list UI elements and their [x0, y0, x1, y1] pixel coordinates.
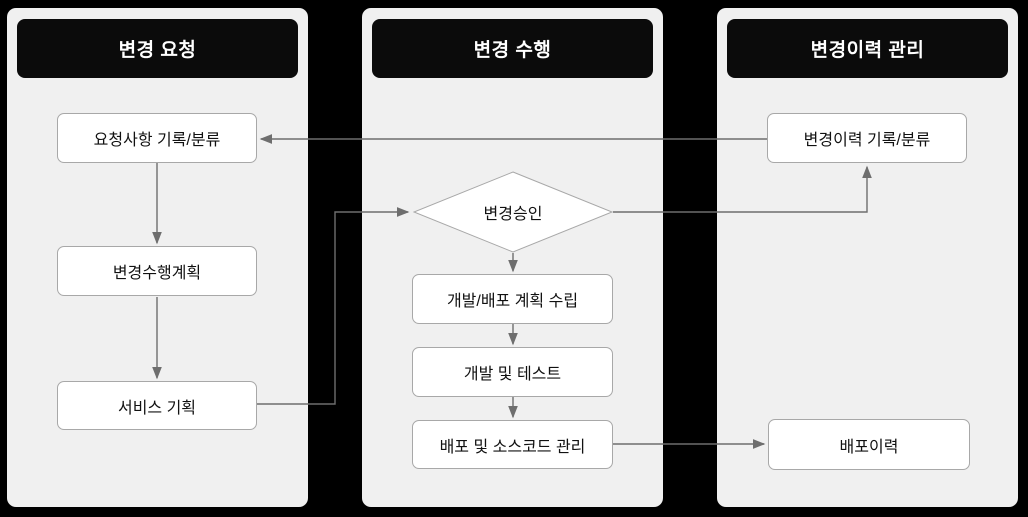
node-change-history-record: 변경이력 기록/분류 — [767, 113, 967, 163]
connector-change-approval-to-change-history-record — [613, 165, 872, 213]
lane-header-change-execution: 변경 수행 — [372, 19, 653, 78]
node-label: 요청사항 기록/분류 — [93, 132, 221, 149]
node-request-record: 요청사항 기록/분류 — [57, 113, 257, 163]
lane-title: 변경 요청 — [118, 40, 197, 61]
lane-header-change-history-mgmt: 변경이력 관리 — [727, 19, 1008, 78]
node-dev-deploy-planning: 개발/배포 계획 수립 — [412, 274, 613, 324]
node-label: 배포이력 — [839, 438, 899, 456]
connector-service-planning-to-change-approval — [257, 207, 410, 405]
lane-title: 변경이력 관리 — [810, 40, 925, 61]
node-label: 개발 및 테스트 — [463, 366, 562, 383]
node-change-execution-plan: 변경수행계획 — [57, 246, 257, 296]
node-label: 개발/배포 계획 수립 — [446, 293, 579, 310]
node-deploy-history: 배포이력 — [768, 419, 970, 470]
node-label: 배포 및 소스코드 관리 — [439, 438, 586, 456]
node-deploy-and-source-mgmt: 배포 및 소스코드 관리 — [412, 420, 613, 469]
node-dev-and-test: 개발 및 테스트 — [412, 347, 613, 397]
lane-title: 변경 수행 — [473, 40, 552, 61]
node-label: 변경이력 기록/분류 — [803, 132, 931, 149]
node-change-approval: 변경승인 — [412, 171, 614, 253]
node-service-planning: 서비스 기획 — [57, 381, 257, 430]
decision-diamond-shape — [412, 171, 614, 253]
node-label: 서비스 기획 — [117, 399, 197, 417]
node-label: 변경승인 — [483, 206, 543, 223]
lane-header-change-request: 변경 요청 — [17, 19, 298, 78]
node-label: 변경수행계획 — [112, 265, 202, 282]
